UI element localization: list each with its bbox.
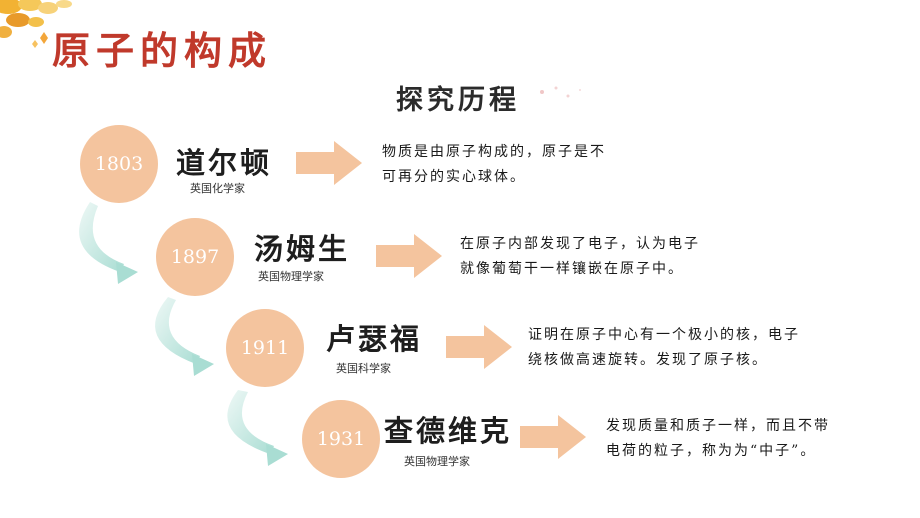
discovery-description: 物质是由原子构成的，原子是不 可再分的实心球体。 [382,140,606,190]
curve-arrow-2 [155,297,214,376]
right-arrow-icon [520,415,586,459]
year-circle: 1911 [226,309,304,387]
year-circle: 1897 [156,218,234,296]
scientist-name: 汤姆生 [254,232,351,266]
discovery-description: 发现质量和质子一样，而且不带 电荷的粒子，称为为“中子”。 [606,414,830,464]
description-line: 绕核做高速旋转。发现了原子核。 [528,352,768,368]
description-line: 电荷的粒子，称为为“中子”。 [606,443,817,459]
scientist-role: 英国科学家 [336,362,391,375]
scientist-role: 英国物理学家 [404,455,470,468]
description-line: 发现质量和质子一样，而且不带 [606,418,830,434]
description-line: 就像葡萄干一样镶嵌在原子中。 [460,261,684,277]
discovery-description: 在原子内部发现了电子，认为电子 就像葡萄干一样镶嵌在原子中。 [460,232,700,282]
right-arrow-icon [296,141,362,185]
description-line: 可再分的实心球体。 [382,169,526,185]
scientist-role: 英国物理学家 [258,270,324,283]
curve-arrow-1 [79,202,138,284]
year-circle: 1803 [80,125,158,203]
description-line: 证明在原子中心有一个极小的核，电子 [528,327,800,343]
curve-arrow-3 [227,390,288,466]
year-circle: 1931 [302,400,380,478]
discovery-description: 证明在原子中心有一个极小的核，电子 绕核做高速旋转。发现了原子核。 [528,323,800,373]
section-subtitle: 探究历程 [396,85,520,116]
description-line: 在原子内部发现了电子，认为电子 [460,236,700,252]
right-arrow-icon [376,234,442,278]
page-title: 原子的构成 [52,28,273,73]
scientist-name: 查德维克 [384,414,513,448]
scientist-name: 道尔顿 [176,146,273,180]
scientist-role: 英国化学家 [190,182,245,195]
autumn-leaves-decoration [0,0,72,48]
description-line: 物质是由原子构成的，原子是不 [382,144,606,160]
scientist-name: 卢瑟福 [326,322,423,356]
right-arrow-icon [446,325,512,369]
